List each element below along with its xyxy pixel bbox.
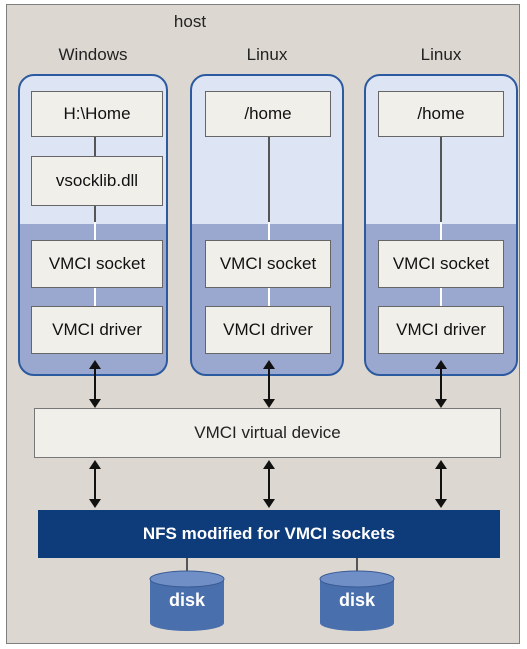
layer-home-dir: /home [205, 91, 331, 137]
layer-vsocklib: vsocklib.dll [31, 156, 163, 206]
layer-vmci-socket: VMCI socket [31, 240, 163, 288]
layer-vmci-socket: VMCI socket [205, 240, 331, 288]
double-arrow-icon [435, 360, 447, 408]
connector-line [268, 288, 270, 306]
vmci-virtual-device: VMCI virtual device [34, 408, 501, 458]
host-label: host [173, 12, 207, 31]
vm-label-linux: Linux [246, 45, 288, 64]
double-arrow-icon [263, 360, 275, 408]
connector-line [94, 136, 96, 156]
layer-vmci-socket: VMCI socket [378, 240, 504, 288]
double-arrow-icon [89, 360, 101, 408]
double-arrow-icon [89, 460, 101, 508]
vm-label-windows: Windows [58, 45, 128, 64]
layer-vmci-driver: VMCI driver [205, 306, 331, 354]
connector-line [268, 222, 270, 240]
connector-line [94, 222, 96, 240]
double-arrow-icon [435, 460, 447, 508]
vm-label-linux: Linux [420, 45, 462, 64]
connector-line [440, 288, 442, 306]
connector-line [440, 136, 442, 222]
connector-line [94, 206, 96, 222]
connector-line [186, 558, 188, 572]
layer-home-dir: H:\Home [31, 91, 163, 137]
nfs-server: NFS modified for VMCI sockets [38, 510, 500, 558]
layer-vmci-driver: VMCI driver [31, 306, 163, 354]
disk-label: disk [338, 590, 376, 610]
double-arrow-icon [263, 460, 275, 508]
disk-icon: disk [319, 570, 395, 632]
connector-line [356, 558, 358, 572]
connector-line [268, 136, 270, 222]
layer-vmci-driver: VMCI driver [378, 306, 504, 354]
connector-line [440, 222, 442, 240]
connector-line [94, 288, 96, 306]
disk-icon: disk [149, 570, 225, 632]
layer-home-dir: /home [378, 91, 504, 137]
disk-label: disk [168, 590, 206, 610]
